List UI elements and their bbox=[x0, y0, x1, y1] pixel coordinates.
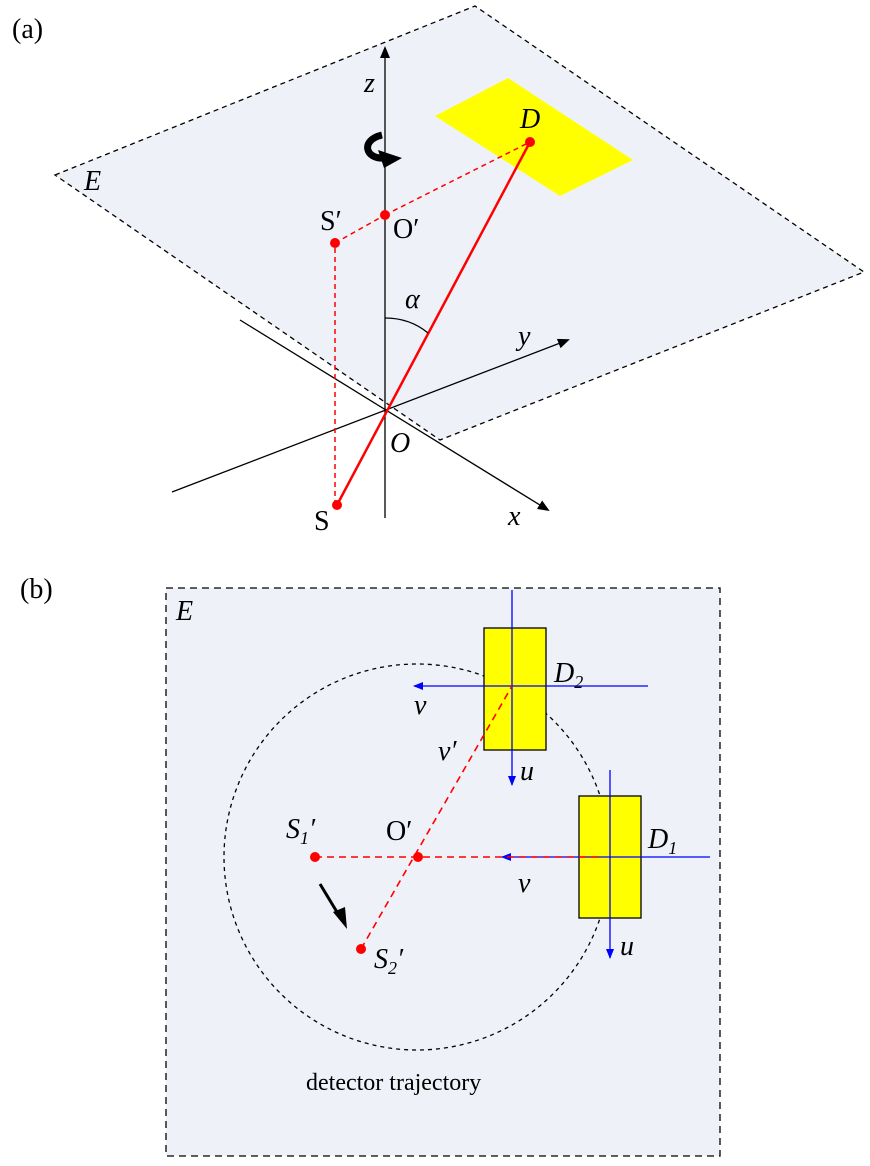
plane-e-label-b: E bbox=[175, 596, 193, 627]
point-sprime bbox=[330, 238, 340, 248]
ray-s-to-d bbox=[335, 141, 532, 506]
u-top-label: u bbox=[520, 756, 534, 787]
trajectory-label: detector trajectory bbox=[306, 1070, 481, 1096]
sprime-to-oprime-dashed bbox=[334, 214, 386, 244]
v-prime-label: v′ bbox=[438, 736, 457, 767]
y-axis-label: y bbox=[515, 321, 531, 352]
d1-label: D1 bbox=[647, 824, 677, 858]
source-label: S bbox=[314, 506, 330, 537]
panel-b-tag: (b) bbox=[20, 574, 53, 605]
d2-label: D2 bbox=[553, 658, 583, 692]
plane-e-label: E bbox=[83, 166, 101, 197]
s1-label: S1′ bbox=[286, 814, 316, 848]
alpha-arc bbox=[384, 317, 429, 334]
s2-to-d2-dashed bbox=[360, 685, 513, 950]
point-s bbox=[332, 500, 342, 510]
rotation-arrow-icon bbox=[364, 131, 386, 162]
point-oprime-b bbox=[413, 852, 423, 862]
point-s1 bbox=[310, 852, 320, 862]
detector-d-label: D bbox=[519, 104, 540, 135]
v-mid-label: v bbox=[518, 868, 531, 899]
panel-b: (b) E detector trajectory D2 D1 S1′ bbox=[20, 574, 721, 1157]
v-top-label: v bbox=[414, 690, 427, 721]
z-axis-label: z bbox=[363, 68, 375, 99]
oprime-to-d-dashed bbox=[384, 141, 531, 216]
origin-label: O bbox=[390, 428, 410, 459]
oprime-label: O′ bbox=[393, 214, 419, 245]
oprime-label-b: O′ bbox=[386, 816, 412, 847]
rotation-arrowhead-icon bbox=[378, 150, 402, 168]
s2-label: S2′ bbox=[374, 944, 404, 978]
y-axis bbox=[171, 338, 570, 493]
sprime-label: S′ bbox=[320, 206, 342, 237]
point-oprime bbox=[380, 210, 390, 220]
alpha-label: α bbox=[405, 284, 421, 315]
x-axis bbox=[239, 319, 550, 512]
panel-a: (a) E z y x O α D O′ S′ S bbox=[12, 5, 866, 537]
panel-a-tag: (a) bbox=[12, 14, 43, 45]
detector-d2 bbox=[483, 627, 547, 751]
rotation-direction-arrowhead-icon bbox=[333, 907, 347, 929]
u-bottom-label: u bbox=[620, 931, 634, 962]
point-d bbox=[525, 137, 535, 147]
plane-e bbox=[53, 5, 866, 441]
point-s2 bbox=[356, 944, 366, 954]
x-axis-label: x bbox=[507, 501, 521, 532]
detector-d bbox=[435, 78, 633, 196]
